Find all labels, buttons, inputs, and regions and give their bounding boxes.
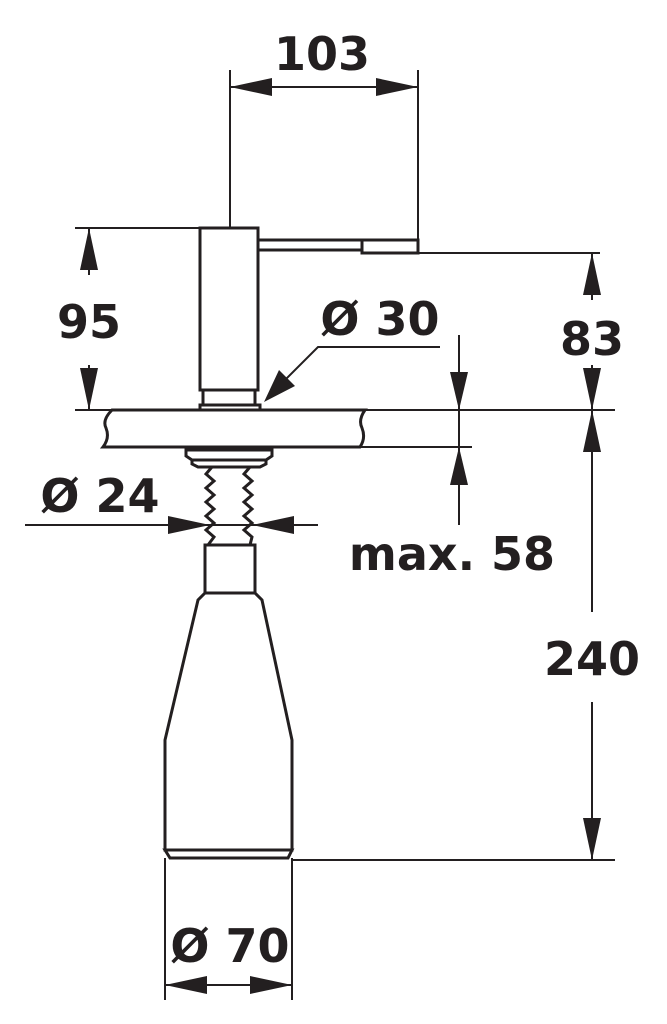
- dimension-diameter-70: Ø 70: [164, 858, 293, 1000]
- dimension-240: 240: [292, 410, 640, 861]
- mounting-thread: [184, 448, 274, 595]
- label-83: 83: [560, 312, 624, 366]
- dimension-83: 83: [418, 252, 624, 410]
- label-240: 240: [544, 632, 640, 686]
- label-diameter-30: Ø 30: [320, 292, 439, 346]
- label-diameter-70: Ø 70: [170, 919, 289, 973]
- label-diameter-24: Ø 24: [40, 469, 159, 523]
- pump-head: [198, 226, 420, 412]
- dimension-103: 103: [229, 27, 419, 253]
- label-103: 103: [274, 27, 370, 81]
- dimension-diameter-30: Ø 30: [264, 292, 440, 402]
- dimension-max-58: max. 58: [349, 335, 555, 581]
- dimension-diameter-24: Ø 24: [25, 469, 318, 534]
- countertop: [75, 408, 615, 449]
- label-max-58: max. 58: [349, 527, 555, 581]
- soap-bottle: [162, 591, 295, 860]
- label-95: 95: [57, 295, 121, 349]
- dimension-95: 95: [57, 227, 200, 410]
